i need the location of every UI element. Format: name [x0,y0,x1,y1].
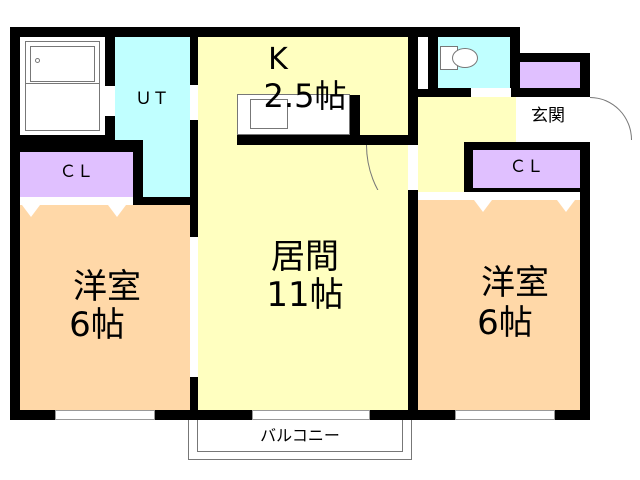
utility-room [143,130,190,197]
bath-door [105,86,115,116]
bedroom-right [418,200,580,410]
kitchen-size: 2.5帖 [263,77,347,115]
window [55,410,155,420]
hallway [418,130,464,202]
living-door [408,145,418,190]
toilet-icon [452,48,478,68]
entrance-label: 玄関 [531,106,565,126]
kitchen-wall [237,135,408,145]
bedroom-right-size: 6帖 [477,303,533,343]
closet-right-label: ＣＬ [509,157,544,177]
bedroom-left-name: 洋室 [73,267,141,307]
bedroom-left-door [190,237,198,377]
closet-door [418,192,580,200]
entrance [516,97,580,142]
sink [250,99,288,129]
living-name: 居間 [271,237,339,277]
kitchen-wall [350,95,360,145]
kitchen-counter [237,94,350,135]
entrance-door [580,97,590,142]
utility-label: ＵＴ [135,89,169,109]
living-size: 11帖 [266,275,344,315]
utility-door [190,85,198,120]
closet-left [20,152,133,197]
window [252,410,370,420]
closet-left-label: ＣＬ [59,162,94,182]
balcony [188,420,412,460]
window [455,410,555,420]
bedroom-left [20,205,190,410]
door-swing [590,97,632,140]
bathroom [20,37,105,135]
utility-room [115,37,190,140]
bedroom-left-size: 6帖 [69,305,125,345]
closet-right [473,150,580,188]
bathtub [25,41,100,131]
balcony-label: バルコニー [260,426,340,445]
closet-door [20,197,133,205]
bedroom-right-name: 洋室 [481,263,549,303]
kitchen-name: K [268,42,288,77]
toilet-door [418,37,428,89]
shoe-cabinet [520,62,580,88]
